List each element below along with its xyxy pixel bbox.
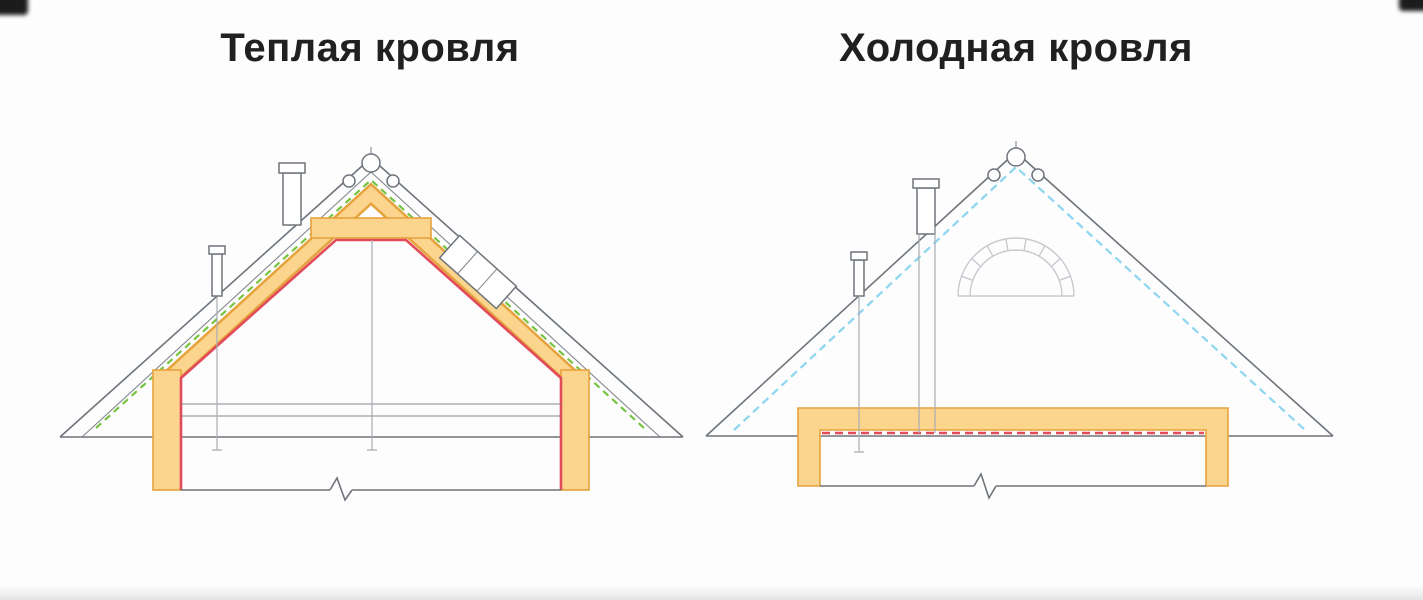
cresting-finial [1006, 147, 1026, 167]
fan-window-inner-arc [969, 249, 1063, 297]
slope-insulation-band [162, 185, 580, 385]
vent-pipe-body [211, 253, 223, 297]
roof-window-mullion-left [457, 251, 478, 275]
vent-pipe-cap [850, 251, 868, 261]
wall-insulation-left [152, 369, 182, 491]
video-artifact-top-left [0, 0, 28, 15]
gable-fan-window [957, 237, 1075, 297]
break-mark [973, 472, 997, 500]
chimney [912, 178, 940, 433]
vapor-barrier-dashed [95, 178, 645, 429]
roof-outline [705, 150, 1334, 437]
roof-window-frame [438, 234, 518, 310]
ridge-cresting [342, 147, 400, 188]
vent-pipe-body [853, 259, 865, 297]
interior-lining-red [179, 238, 563, 490]
cresting-finial [361, 153, 381, 173]
cresting-scallop-right [1031, 168, 1045, 182]
pipe-drop-line [854, 296, 864, 453]
pipe-drop-line [212, 296, 222, 451]
chimney-cap [278, 162, 306, 174]
chimney-body [282, 172, 302, 226]
vent-pipe [208, 245, 226, 297]
chimney-body [916, 187, 936, 235]
fan-window-outer-arc [957, 237, 1075, 297]
collar-tie-insulation [310, 217, 432, 239]
ceiling-insulation [797, 407, 1229, 487]
cresting-scallop-left [987, 168, 1001, 182]
wall-insulation-right [560, 369, 590, 491]
vent-pipe [850, 251, 868, 453]
ventilation-gap-dashed [733, 165, 1306, 431]
chimney-interior-lines [918, 227, 936, 433]
cold-roof-title: Холодная кровля [839, 26, 1193, 70]
roof-window [438, 234, 518, 310]
roof-window-mullion-right [476, 268, 498, 292]
cold-roof-diagram [705, 141, 1334, 500]
cresting-scallop-left [342, 174, 356, 188]
fan-window-spokes [961, 238, 1071, 281]
video-artifact-top-right [1399, 0, 1423, 11]
center-post-line [367, 240, 377, 451]
warm-roof-diagram [59, 147, 684, 502]
break-mark [329, 476, 353, 502]
chimney-cap [912, 178, 940, 189]
ridge-cresting [987, 141, 1045, 182]
vent-pipe-cap [208, 245, 226, 255]
cresting-scallop-right [386, 174, 400, 188]
warm-roof-title: Теплая кровля [220, 26, 520, 70]
chimney [278, 162, 306, 226]
